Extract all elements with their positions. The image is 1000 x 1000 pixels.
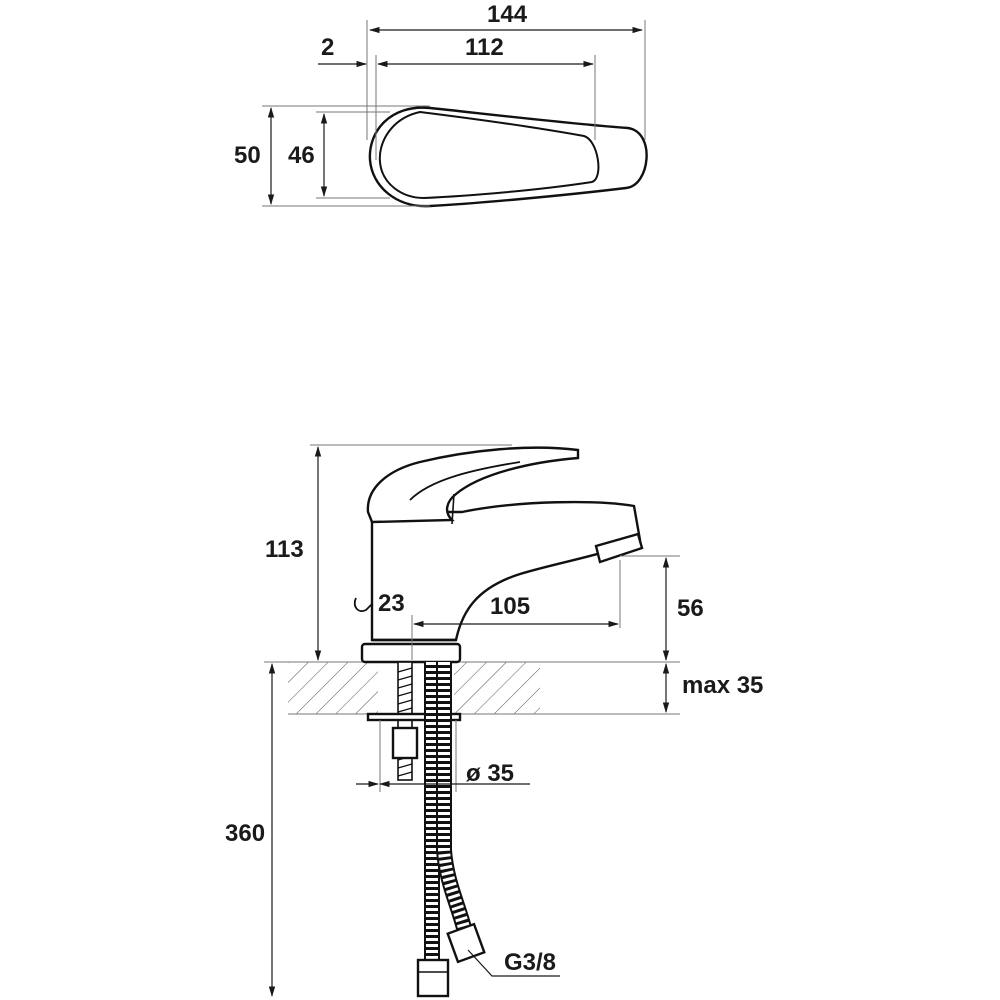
- dim-offset: 2: [321, 34, 334, 61]
- drain-rod: [353, 597, 373, 612]
- dim-outer-width: 50: [234, 142, 261, 169]
- dim-spout-height: 56: [677, 595, 704, 622]
- hose-end-fitting: [416, 958, 450, 998]
- dim-lever-length: 112: [465, 34, 504, 61]
- hose-connector: [446, 922, 486, 964]
- dim-total-length: 144: [487, 1, 528, 28]
- dim-connector-thread: G3/8: [504, 949, 556, 976]
- dim-spout-reach: 105: [490, 593, 530, 620]
- top-view-lever-line: [378, 110, 600, 200]
- side-view: 113 23 105 56 max 35 360 ø 35 G3/8: [225, 444, 763, 998]
- faucet-body: [370, 500, 642, 642]
- faucet-lever: [366, 446, 580, 524]
- mounting-washer: [366, 712, 462, 722]
- mounting-nut: [391, 726, 419, 760]
- dim-inner-width: 46: [288, 142, 315, 169]
- dim-base-diameter: ø 35: [466, 760, 514, 787]
- dim-lever-pin: 23: [378, 590, 405, 617]
- faucet-base: [360, 642, 462, 664]
- spout-aerator: [594, 532, 644, 564]
- top-view: 144 2 112 50 46: [234, 1, 648, 208]
- top-view-outline: [368, 106, 648, 208]
- dim-hose-length: 360: [225, 820, 265, 847]
- dim-counter-thickness: max 35: [682, 672, 763, 699]
- dim-height: 113: [265, 536, 304, 563]
